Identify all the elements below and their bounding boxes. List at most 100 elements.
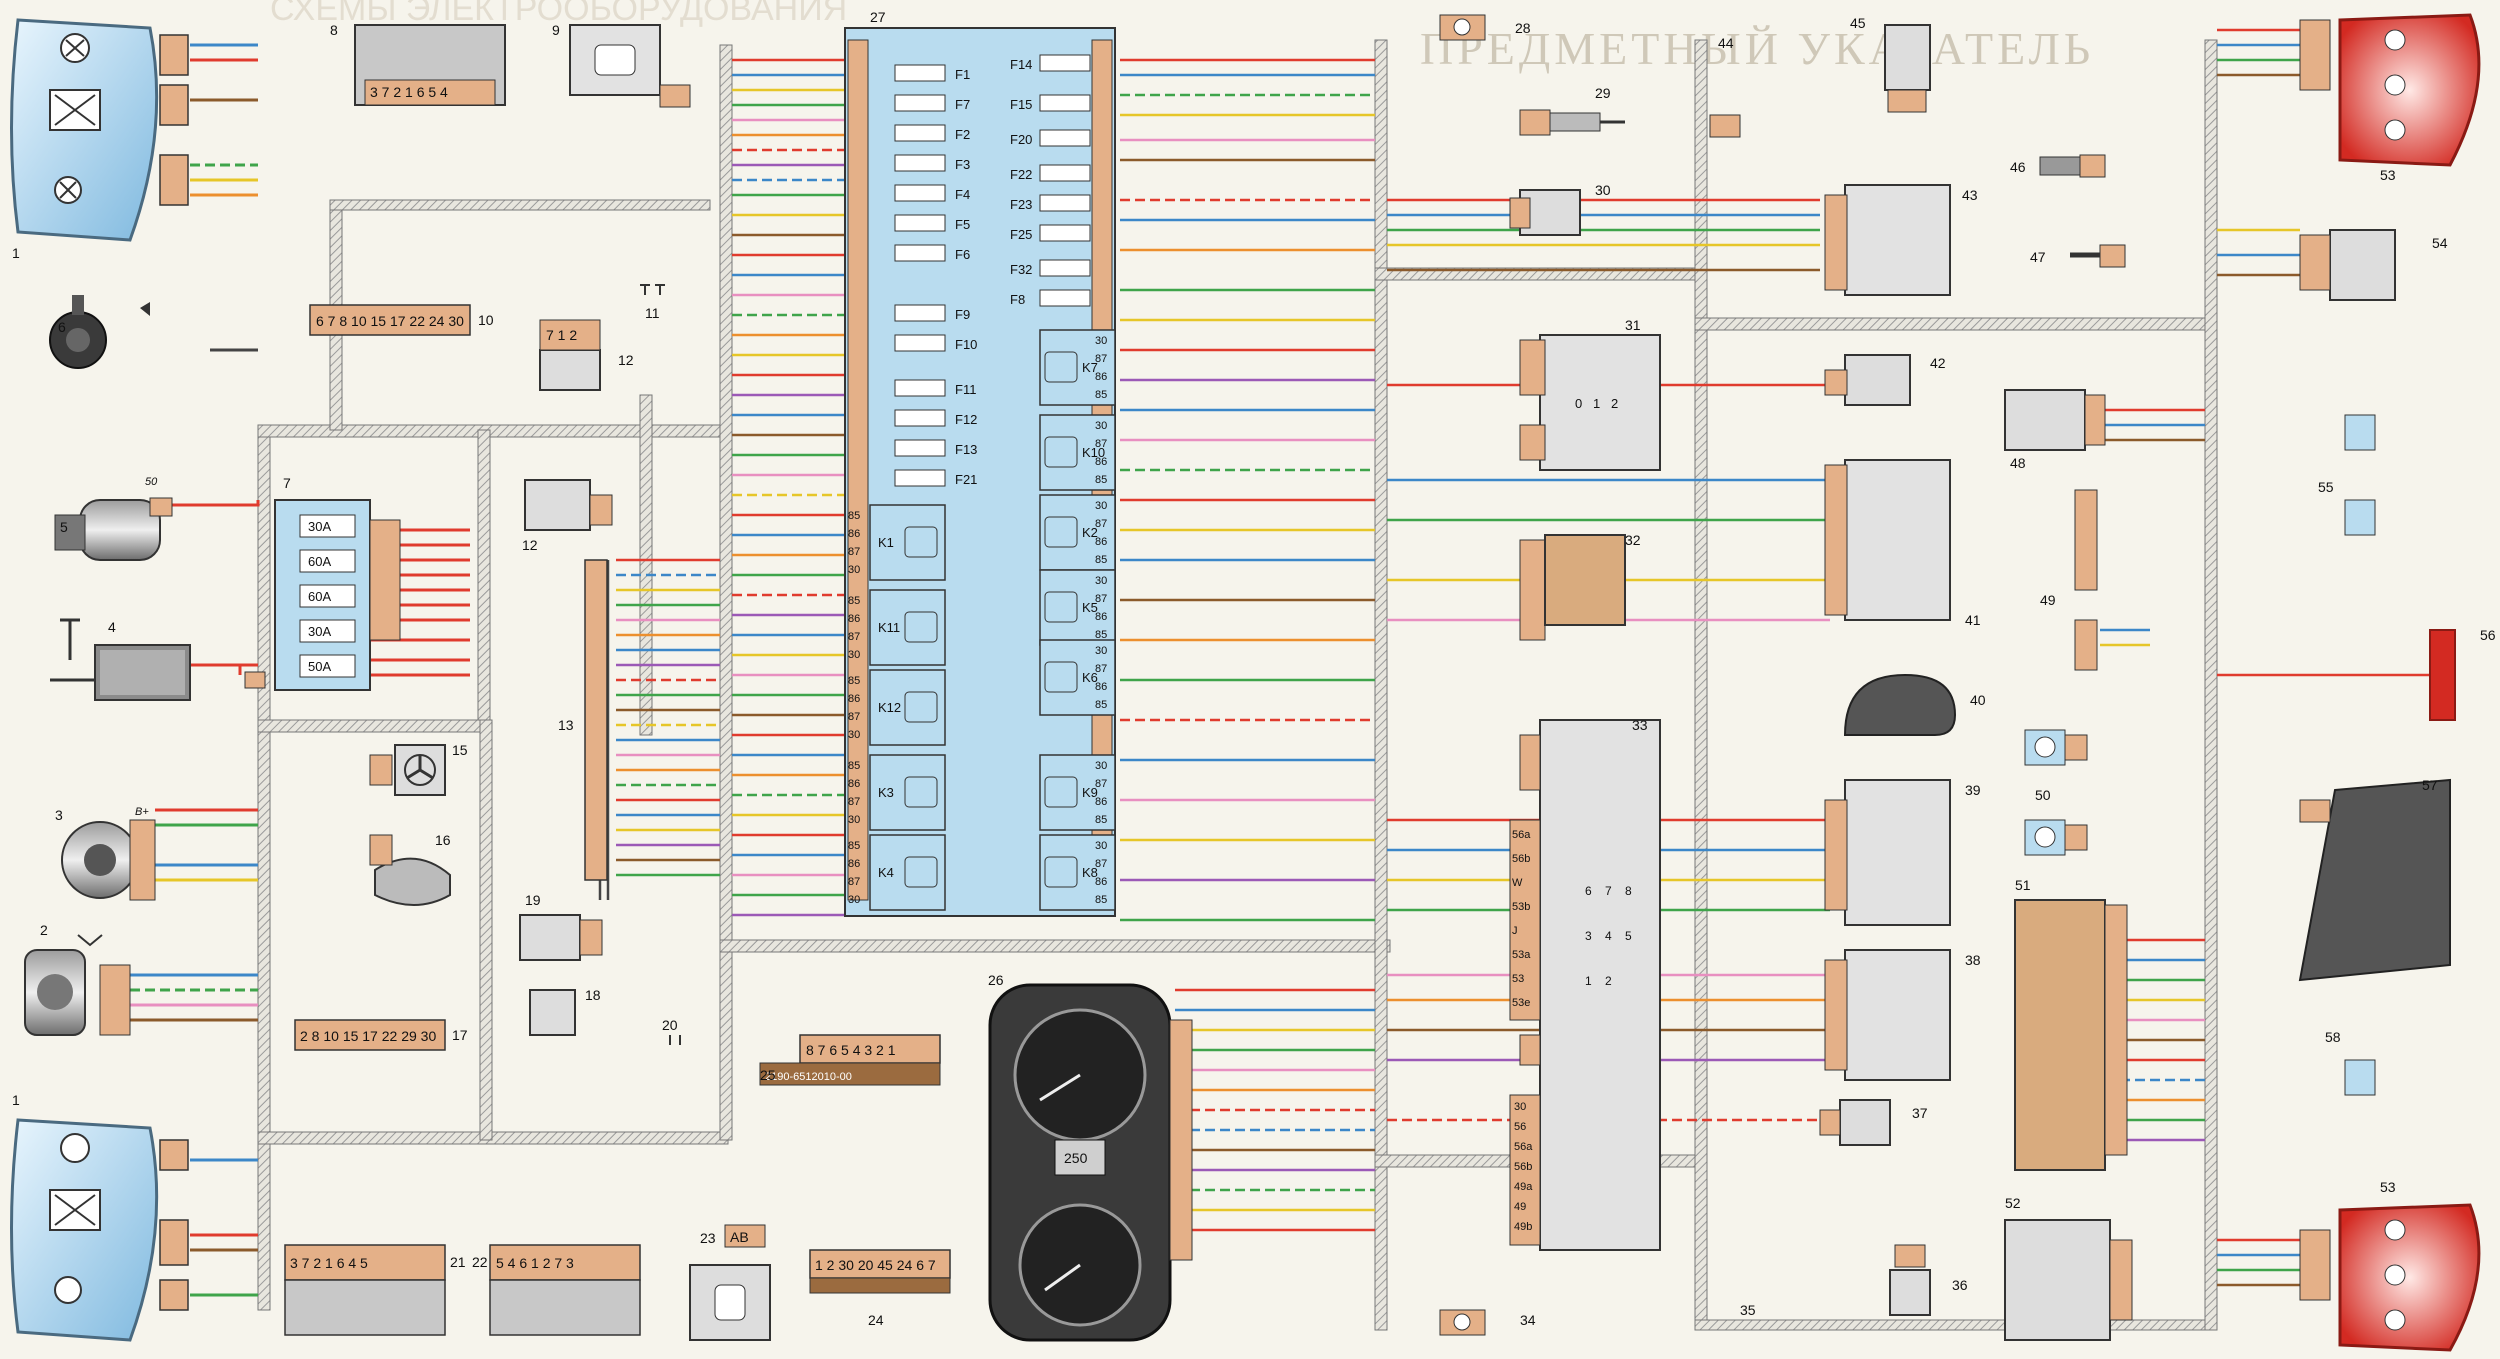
- lamp-icon: [2344, 1059, 2376, 1096]
- switch-33-pin: 53a: [1512, 949, 1531, 961]
- fuse: [894, 469, 946, 487]
- label-18: 18: [585, 987, 601, 1003]
- fuse-label: F5: [955, 217, 970, 232]
- label-41: 41: [1965, 612, 1981, 628]
- connector-49: [2074, 489, 2098, 591]
- alternator-icon: [61, 819, 156, 901]
- switch-icon: [1824, 354, 1911, 406]
- relay-pin: 85: [848, 595, 860, 607]
- switch-33-number: 6: [1585, 884, 1592, 898]
- odometer: 250: [1064, 1150, 1088, 1166]
- relay-pin: 85: [848, 675, 860, 687]
- fuse-label: F2: [955, 127, 970, 142]
- module-39: [1824, 779, 1951, 926]
- label-39: 39: [1965, 782, 1981, 798]
- label-30: 30: [1595, 182, 1611, 198]
- sensor-icon: [1843, 673, 1957, 736]
- relay-pin: 30: [1095, 335, 1107, 347]
- pins-21: 3 7 2 1 6 4 5: [290, 1255, 368, 1271]
- connector-17: [294, 1019, 446, 1051]
- pins-25: 8 7 6 5 4 3 2 1: [806, 1042, 896, 1058]
- relay-pin: 86: [1095, 796, 1107, 808]
- label-1-bottom: 1: [12, 1092, 20, 1108]
- lamp-icon: [640, 284, 665, 295]
- label-50: 50: [2035, 787, 2051, 803]
- relay-pin: 87: [1095, 438, 1107, 450]
- horn-icon: [49, 295, 150, 369]
- label-33: 33: [1632, 717, 1648, 733]
- relays-right: K730878685K1030878685K230878685K53087868…: [1039, 329, 1116, 911]
- ab-label: AB: [730, 1229, 749, 1245]
- fuse-label: F25: [1010, 227, 1032, 242]
- relay-icon: [904, 691, 938, 723]
- fuse: [894, 334, 946, 352]
- relay-pin: 87: [848, 711, 860, 723]
- switch-33-number: 2: [1605, 974, 1612, 988]
- fuse: [894, 379, 946, 397]
- relay-icon: [904, 526, 938, 558]
- lamp-icon: [1439, 1309, 1486, 1336]
- fuse-block-7-fuse: [299, 514, 356, 538]
- pins-12: 7 1 2: [546, 327, 577, 343]
- label-9: 9: [552, 22, 560, 38]
- relay-pin: 86: [1095, 371, 1107, 383]
- fuse: [1039, 194, 1091, 212]
- relay-pin: 85: [1095, 389, 1107, 401]
- label-11: 11: [645, 305, 660, 321]
- relay-pin: 85: [848, 760, 860, 772]
- fuse-label: F11: [955, 382, 976, 397]
- relay-pin: 85: [1095, 814, 1107, 826]
- fuse: [894, 184, 946, 202]
- label-54: 54: [2432, 235, 2448, 251]
- switch-33-number: 7: [1605, 884, 1612, 898]
- relay-pin: 86: [1095, 681, 1107, 693]
- label-58: 58: [2325, 1029, 2341, 1045]
- switch-33-pin: 56: [1514, 1121, 1526, 1133]
- relay: [869, 834, 946, 911]
- label-52: 52: [2005, 1195, 2021, 1211]
- relay-pin: 85: [1095, 699, 1107, 711]
- relay-pin: 30: [1095, 575, 1107, 587]
- pins-24: 1 2 30 20 45 24 6 7: [815, 1257, 936, 1273]
- fuse-label: F14: [1010, 57, 1032, 72]
- relay-pin: 87: [1095, 778, 1107, 790]
- switch-33-pin: 49: [1514, 1201, 1526, 1213]
- label-23: 23: [700, 1230, 716, 1246]
- sensor-icon: [2070, 244, 2126, 268]
- fuse-label: F1: [955, 67, 970, 82]
- relay-icon: [1044, 856, 1078, 888]
- switch-33-pin: 56b: [1514, 1161, 1532, 1173]
- fuse: [1039, 164, 1091, 182]
- fuse: [1039, 259, 1091, 277]
- switch-33-pin: 56a: [1514, 1141, 1533, 1153]
- relay-pin: 30: [1095, 645, 1107, 657]
- label-57: 57: [2422, 777, 2438, 793]
- fuse: [1039, 289, 1091, 307]
- label-17: 17: [452, 1027, 468, 1043]
- connector-22: [489, 1244, 641, 1336]
- terminal-50: 50: [145, 476, 158, 488]
- switch-33-pin: 53: [1512, 973, 1524, 985]
- relay-icon: [1044, 436, 1078, 468]
- module-48: [2004, 389, 2106, 451]
- fuse: [894, 244, 946, 262]
- relay-pin: 87: [1095, 858, 1107, 870]
- label-3: 3: [55, 807, 63, 823]
- pins-17: 2 8 10 15 17 22 29 30: [300, 1028, 436, 1044]
- fuse-box-wires: [732, 58, 1375, 1232]
- module-38: [1824, 949, 1951, 1081]
- starter-icon: [54, 497, 173, 561]
- fuse-block-7-fuse: [299, 619, 356, 643]
- label-55: 55: [2318, 479, 2334, 495]
- label-27: 27: [870, 9, 886, 25]
- relay-icon: [904, 611, 938, 643]
- headlight-icon: [10, 1118, 189, 1342]
- lamp-icon: [1709, 114, 1741, 138]
- label-25: 25: [760, 1067, 776, 1083]
- fuse: [894, 439, 946, 457]
- label-24: 24: [868, 1312, 884, 1328]
- fuse: [894, 124, 946, 142]
- wiper-motor-icon: [24, 934, 131, 1036]
